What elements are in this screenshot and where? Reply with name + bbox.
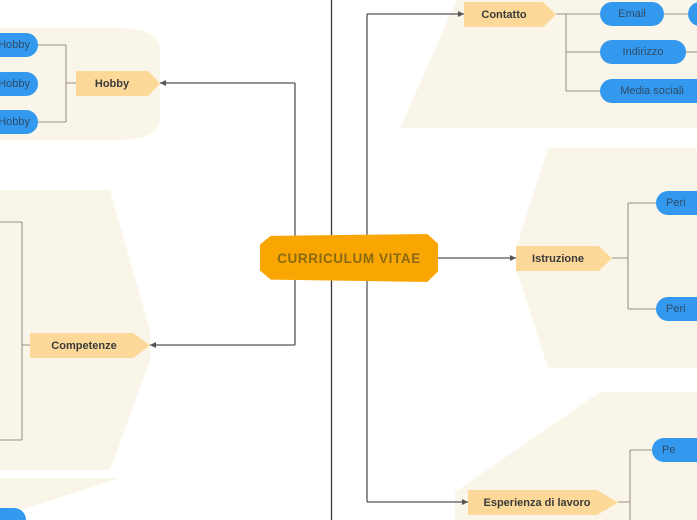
connector-esperienza-children	[618, 449, 652, 520]
branch-node-contatto-label: Contatto	[481, 8, 527, 21]
leaf-node-media-sociali-label: Media sociali	[620, 85, 684, 97]
arrowhead-contatto	[458, 11, 464, 17]
leaf-node-esperienza-periodo-1[interactable]: Pe	[652, 438, 697, 462]
leaf-node-hobby-2[interactable]: Hobby	[0, 72, 38, 96]
leaf-node-hobby-1-label: Hobby	[0, 39, 30, 51]
root-node-curriculum-vitae[interactable]: CURRICULUM VITAE	[260, 234, 438, 282]
branch-node-contatto[interactable]: Contatto	[464, 2, 556, 27]
connector-istruzione-children	[612, 202, 656, 310]
leaf-node-email[interactable]: Email	[600, 2, 664, 26]
branch-node-istruzione-label: Istruzione	[532, 252, 584, 265]
arrowhead-hobby	[160, 80, 166, 86]
leaf-node-istruzione-periodo-2-label: Peri	[666, 303, 686, 315]
leaf-node-email-label: Email	[618, 8, 646, 20]
arrowhead-competenze	[150, 342, 156, 348]
connector-hobby-children	[38, 44, 76, 123]
leaf-node-hobby-1[interactable]: Hobby	[0, 33, 38, 57]
leaf-node-indirizzo-label: Indirizzo	[622, 46, 664, 58]
leaf-node-indirizzo[interactable]: Indirizzo	[600, 40, 686, 64]
leaf-node-istruzione-periodo-2[interactable]: Peri	[656, 297, 697, 321]
leaf-node-istruzione-periodo-1-label: Peri	[666, 197, 686, 209]
arrowhead-istruzione	[510, 255, 516, 261]
leaf-node-hobby-2-label: Hobby	[0, 78, 30, 90]
leaf-node-email-sibling-partial[interactable]	[688, 2, 697, 26]
branch-node-competenze[interactable]: Competenze	[30, 333, 150, 358]
branch-node-hobby-label: Hobby	[94, 77, 130, 90]
leaf-node-istruzione-periodo-1[interactable]: Peri	[656, 191, 697, 215]
branch-node-hobby[interactable]: Hobby	[76, 71, 160, 96]
leaf-node-esperienza-periodo-1-label: Pe	[662, 444, 676, 456]
leaf-node-media-sociali[interactable]: Media sociali	[600, 79, 697, 103]
arrowhead-esperienza	[462, 499, 468, 505]
leaf-node-hobby-3-label: Hobby	[0, 116, 30, 128]
leaf-node-hobby-3[interactable]: Hobby	[0, 110, 38, 134]
connector-contatto-children	[556, 13, 600, 92]
halo-competenze	[0, 190, 150, 470]
branch-node-competenze-label: Competenze	[51, 339, 117, 352]
branch-node-istruzione[interactable]: Istruzione	[516, 246, 612, 271]
leaf-node-bottom-left-partial[interactable]	[0, 508, 26, 520]
branch-node-esperienza-label: Esperienza di lavoro	[483, 496, 591, 509]
halo-esperienza	[455, 392, 697, 520]
halo-bottom-left	[0, 478, 120, 517]
branch-node-esperienza-di-lavoro[interactable]: Esperienza di lavoro	[468, 490, 618, 515]
connector-competenze-children	[0, 221, 30, 441]
root-node-label: CURRICULUM VITAE	[277, 250, 421, 266]
